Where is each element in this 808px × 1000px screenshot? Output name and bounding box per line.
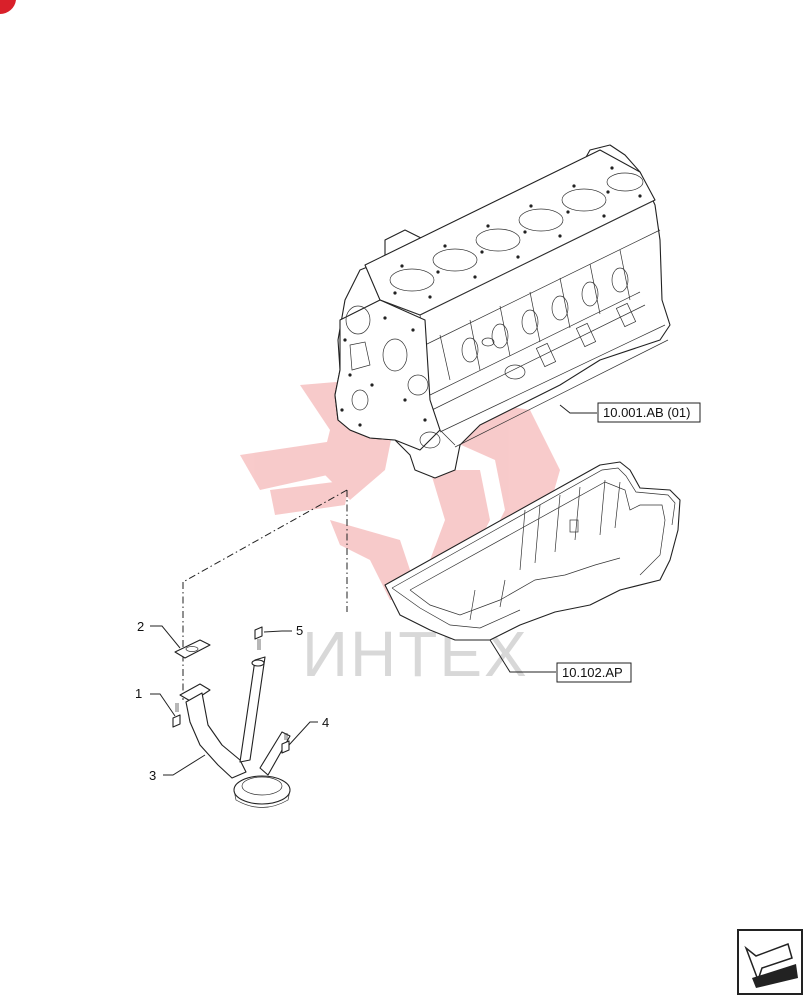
reference-label-oil-pan: 10.102.AP — [562, 665, 623, 680]
reference-label-engine-block: 10.001.AB (01) — [603, 405, 690, 420]
bolt-part-4 — [281, 733, 290, 754]
bolt-part-1 — [172, 703, 181, 728]
reference-box-oil-pan[interactable]: 10.102.AP — [556, 662, 632, 683]
arrow-back-icon[interactable] — [737, 929, 803, 995]
callout-leaders — [150, 404, 597, 776]
callout-3: 3 — [149, 768, 156, 783]
bolt-part-5 — [254, 626, 263, 650]
callout-2: 2 — [137, 619, 144, 634]
callout-1: 1 — [135, 686, 142, 701]
callout-5: 5 — [296, 623, 303, 638]
alignment-line — [182, 489, 348, 700]
oil-pan — [384, 461, 681, 641]
reference-box-engine-block[interactable]: 10.001.AB (01) — [597, 402, 701, 423]
callout-4: 4 — [322, 715, 329, 730]
red-circle-icon — [0, 0, 16, 15]
gasket-part — [174, 639, 211, 659]
oil-suction-pipe — [179, 656, 291, 808]
engine-block — [334, 144, 671, 479]
